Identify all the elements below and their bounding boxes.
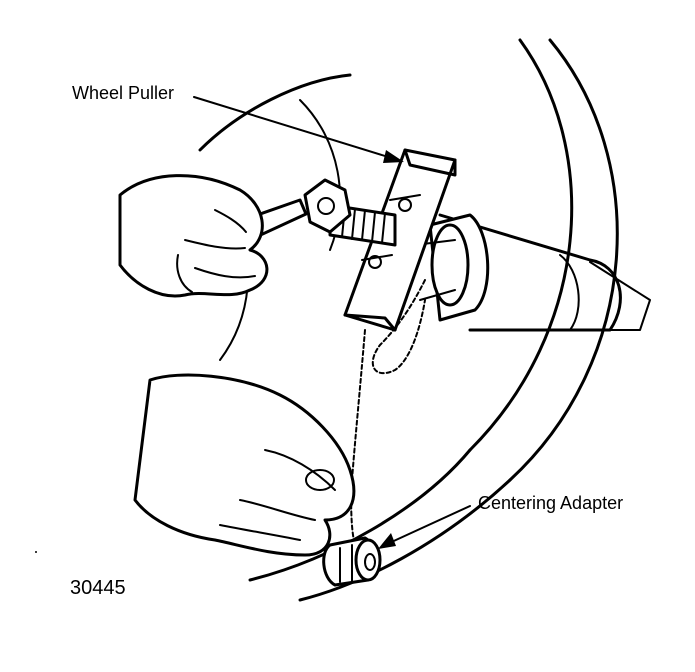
centering-adapter-leader [378, 505, 471, 549]
axle-shaft [438, 213, 651, 332]
figure-number: 30445 [70, 577, 126, 599]
centering-adapter [322, 536, 382, 587]
wheel-hub [414, 213, 490, 322]
upper-hand [118, 174, 269, 298]
forcing-screw [303, 178, 397, 247]
safety-chain [350, 279, 426, 546]
wheel-puller-label: Wheel Puller [72, 83, 175, 103]
centering-adapter-label: Centering Adapter [478, 493, 624, 513]
wheel-puller-leader [193, 96, 404, 163]
wheel-puller-bar [343, 148, 457, 332]
tire-outline [198, 38, 619, 602]
stray-mark [35, 551, 37, 553]
lower-hand [133, 373, 356, 557]
